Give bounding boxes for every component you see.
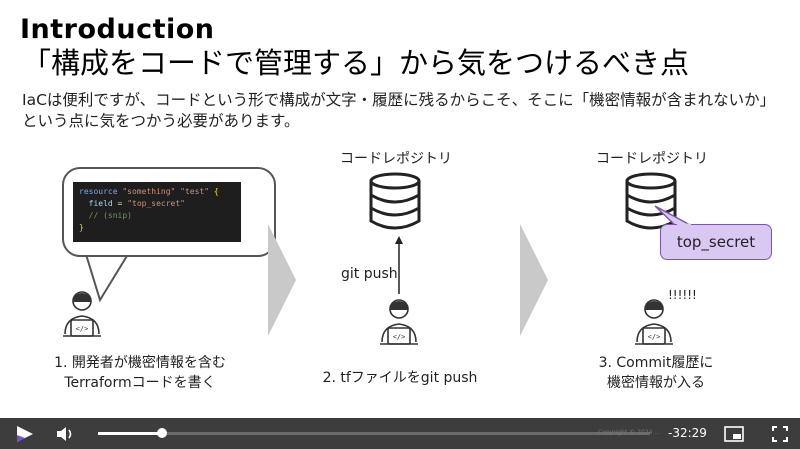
secret-callout-tail [654,205,693,227]
slide: Introduction 「構成をコードで管理する」から気をつけるべき点 IaC… [20,14,776,391]
progress-track[interactable] [98,432,650,435]
developer-icon: </> [635,299,673,345]
time-remaining: -32:29 [668,426,707,440]
player-controls: Copyright © 2024 ... -32:29 [0,418,800,449]
chevron-arrow-1 [268,224,296,336]
git-push-label: git push [341,266,398,282]
repo-label-1: コードレポジトリ [340,151,452,167]
database-icon [369,172,421,230]
step3-label: 3. Commit履歴に 機密情報が入る [598,355,714,391]
bubble-tail [84,250,131,303]
exclaim-marks: !!!!!! [668,288,697,302]
progress-handle[interactable] [157,428,167,438]
picture-in-picture-icon[interactable] [724,426,744,442]
play-icon[interactable] [15,426,35,442]
slide-title: Introduction [20,14,215,45]
step2-label: 2. tfファイルをgit push [322,370,478,386]
fullscreen-icon[interactable] [772,426,788,442]
svg-text:</>: </> [76,325,89,333]
arrow-up-icon [395,236,403,294]
repo-label-2: コードレポジトリ [596,151,708,167]
secret-callout: top_secret [660,224,772,260]
svg-text:</>: </> [648,333,661,341]
volume-icon[interactable] [56,426,76,442]
developer-icon: </> [63,291,101,337]
code-snippet: resource "something" "test" { field = "t… [73,182,241,242]
progress-played [98,432,162,435]
svg-text:</>: </> [393,333,406,341]
step1-label: 1. 開発者が機密情報を含む Terraformコードを書く [54,355,226,391]
chevron-arrow-2 [520,224,548,336]
watermark: Copyright © 2024 ... [598,429,661,436]
developer-icon: </> [380,299,418,345]
slide-description: IaCは便利ですが、コードという形で構成が文字・履歴に残るからこそ、そこに「機密… [22,91,776,130]
slide-subtitle: 「構成をコードで管理する」から気をつけるべき点 [22,46,690,80]
